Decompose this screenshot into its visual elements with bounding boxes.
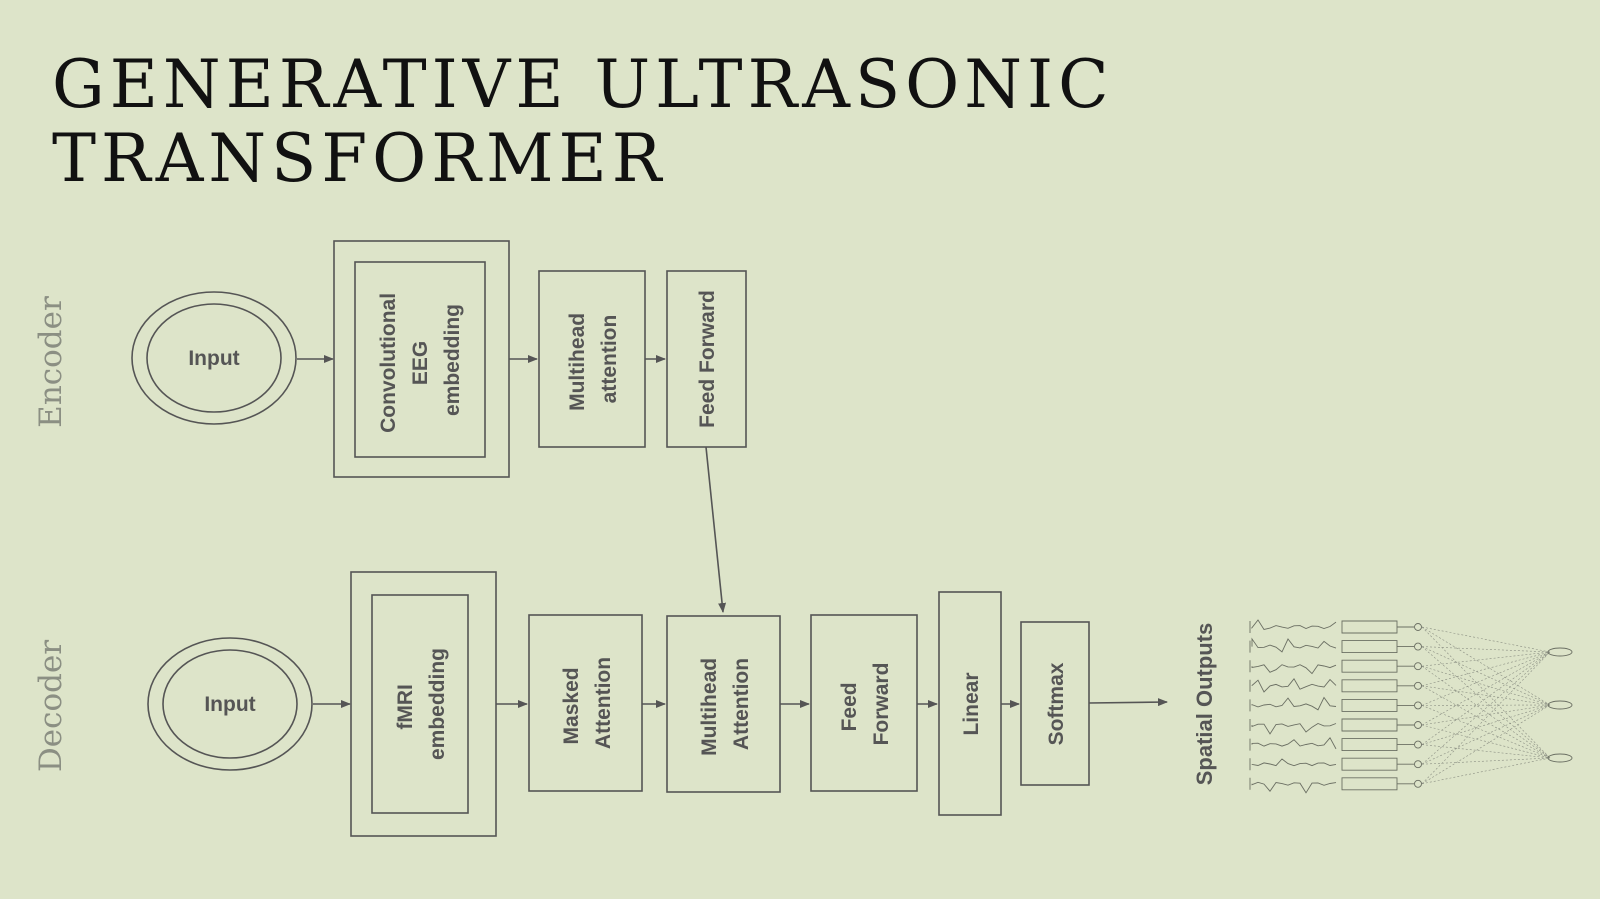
linear-label: Linear (960, 672, 983, 735)
decoder-multihead-label: Multihead Attention (698, 652, 753, 756)
waveform-trace (1252, 620, 1336, 630)
signal-block (1342, 641, 1397, 653)
fan-out-line (1422, 758, 1550, 784)
fan-out-line (1422, 705, 1550, 745)
signal-block (1342, 758, 1397, 770)
fan-out-line (1422, 705, 1550, 784)
encoder-multihead-label: Multihead attention (566, 307, 621, 411)
decoder-input-label: Input (204, 693, 255, 716)
fmri-embedding-label: fMRI embedding (394, 648, 449, 760)
signal-block (1342, 739, 1397, 751)
fan-out-line (1422, 666, 1550, 758)
output-node (1415, 663, 1422, 670)
masked-attention-block: Masked Attention (528, 614, 643, 792)
waveform-trace (1252, 698, 1336, 710)
waveform-trace (1252, 782, 1336, 793)
encoder-feed-forward-label: Feed Forward (696, 290, 719, 428)
spatial-sink (1548, 701, 1572, 709)
spatial-outputs-label: Spatial Outputs (1192, 623, 1217, 786)
signal-block (1342, 680, 1397, 692)
fan-out-line (1422, 686, 1550, 758)
decoder-multihead-attention-block: Multihead Attention (666, 615, 781, 793)
fan-out-line (1422, 652, 1550, 725)
waveform-trace (1252, 759, 1336, 766)
conv-eeg-embedding-block: Convolutional EEG embedding (333, 240, 510, 478)
output-node (1415, 682, 1422, 689)
waveform-trace (1252, 665, 1336, 674)
waveform-trace (1252, 738, 1336, 749)
fan-out-line (1422, 652, 1550, 666)
conv-eeg-embedding-label: Convolutional EEG embedding (377, 287, 464, 433)
fan-out-line (1422, 705, 1550, 758)
fan-out-line (1422, 652, 1550, 705)
signal-block (1342, 699, 1397, 711)
masked-attention-label: Masked Attention (560, 657, 615, 749)
fan-out-line (1422, 758, 1550, 764)
decoder-side-label: Decoder (33, 640, 69, 772)
fan-out-line (1422, 652, 1550, 745)
signal-block (1342, 660, 1397, 672)
waveform-trace (1252, 679, 1336, 692)
linear-block: Linear (938, 591, 1002, 816)
fmri-embedding-block: fMRI embedding (350, 571, 497, 837)
softmax-label: Softmax (1045, 662, 1068, 745)
spatial-sink (1548, 648, 1572, 656)
decoder-feed-forward-block: Feed Forward (810, 614, 918, 792)
encoder-input-label: Input (188, 347, 239, 370)
output-node (1415, 702, 1422, 709)
encoder-feed-forward-block: Feed Forward (666, 270, 747, 448)
fan-out-line (1422, 705, 1550, 725)
title-line-1: GENERATIVE ULTRASONIC (52, 46, 1114, 123)
encoder-input-node: Input (131, 291, 297, 425)
fan-out-line (1422, 745, 1550, 758)
arrow-softmax-to-output (1088, 698, 1168, 707)
output-node (1415, 643, 1422, 650)
softmax-block: Softmax (1020, 621, 1090, 786)
fan-out-line (1422, 627, 1550, 652)
title-line-2: TRANSFORMER (52, 120, 667, 197)
fan-out-line (1422, 647, 1550, 652)
fan-out-line (1422, 647, 1550, 705)
waveform-trace (1252, 724, 1336, 734)
spatial-sink (1548, 754, 1572, 762)
signal-block (1342, 621, 1397, 633)
fan-out-line (1422, 652, 1550, 784)
output-node (1415, 761, 1422, 768)
output-node (1415, 780, 1422, 787)
output-node (1415, 624, 1422, 631)
signal-block (1342, 778, 1397, 790)
output-node (1415, 722, 1422, 729)
decoder-input-node: Input (147, 637, 313, 771)
fan-out-line (1422, 666, 1550, 705)
fan-out-line (1422, 627, 1550, 705)
encoder-side-label: Encoder (33, 296, 69, 428)
encoder-multihead-attention-block: Multihead attention (538, 270, 646, 448)
page-title: GENERATIVE ULTRASONIC TRANSFORMER (52, 48, 1114, 196)
arrow-encoder-to-decoder-attention (705, 446, 727, 613)
signal-block (1342, 719, 1397, 731)
fan-out-line (1422, 686, 1550, 705)
output-node (1415, 741, 1422, 748)
waveform-trace (1252, 639, 1336, 652)
spatial-outputs-illustration (1250, 620, 1572, 793)
decoder-feed-forward-label: Feed Forward (838, 663, 893, 746)
fan-out-line (1422, 705, 1550, 764)
fan-out-line (1422, 652, 1550, 764)
fan-out-line (1422, 647, 1550, 758)
fan-out-line (1422, 627, 1550, 758)
